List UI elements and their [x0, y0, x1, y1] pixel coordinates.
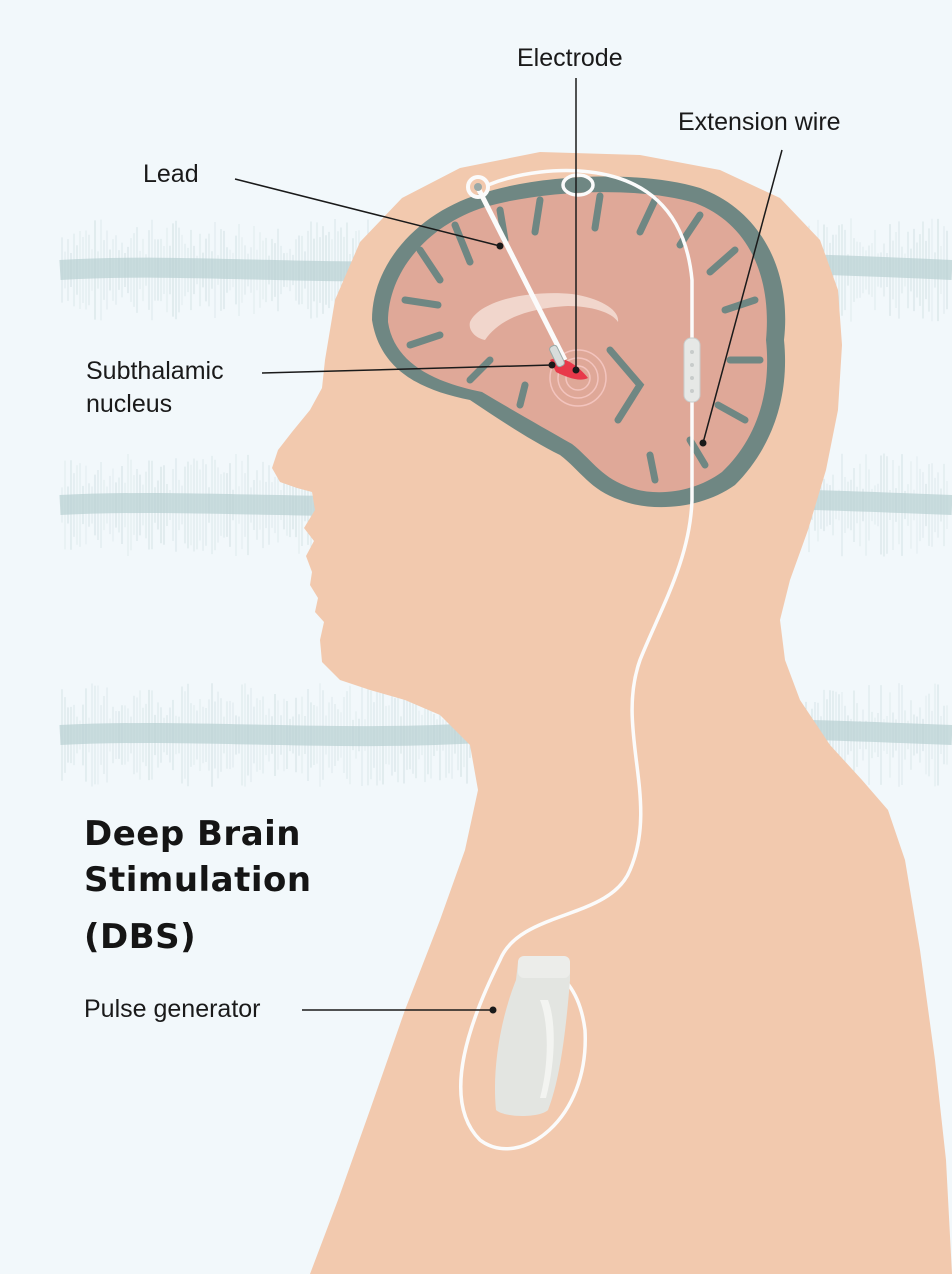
lead-leader-dot — [496, 242, 504, 250]
pulse-generator-label: Pulse generator — [84, 995, 261, 1023]
extension-wire-leader — [702, 149, 783, 444]
head-silhouette — [272, 152, 952, 1274]
sulcus — [531, 196, 544, 236]
pulse-generator-header — [518, 956, 570, 978]
sulcus — [451, 221, 474, 266]
sulcus — [401, 296, 442, 309]
connector-screw — [690, 363, 694, 367]
corpus-callosum — [469, 293, 619, 340]
connector-screw — [690, 376, 694, 380]
electrode-label: Electrode — [517, 44, 623, 72]
electrode-contacts — [549, 344, 565, 368]
pulse-generator-body — [494, 956, 570, 1116]
brain-cortex — [388, 192, 768, 493]
title-line-3: (DBS) — [84, 917, 196, 957]
ripple — [549, 349, 607, 407]
title-line-1: Deep Brain — [84, 814, 301, 854]
extension-wire-label: Extension wire — [678, 108, 841, 136]
extension-wire-loop — [561, 173, 595, 197]
subthalamic-label-line1: Subthalamic — [86, 357, 224, 385]
subthalamic-leader — [261, 364, 553, 374]
lead-leader — [234, 178, 501, 247]
subthalamic-leader-dot — [548, 361, 556, 369]
subthalamic-label-line2: nucleus — [86, 390, 172, 418]
extension-wire — [458, 168, 694, 1151]
ripple — [557, 357, 599, 399]
lead-burr-hole-cap — [466, 175, 490, 199]
pulse-generator-leader-dot — [489, 1006, 497, 1014]
lead-wire — [475, 186, 568, 362]
pulse-generator-highlight — [540, 1000, 554, 1098]
pulse-generator-device — [494, 956, 570, 1116]
sulcus — [606, 346, 645, 424]
sulcus — [406, 331, 444, 349]
sulcus — [466, 356, 494, 384]
lead-burr-hole-center — [474, 183, 482, 191]
sulcus — [714, 401, 749, 424]
extension-wire-leader-dot — [699, 439, 707, 447]
stimulation-ripples — [549, 349, 607, 407]
sulcus — [636, 196, 659, 236]
sulcus — [416, 246, 444, 284]
connector-screw — [690, 389, 694, 393]
ripple — [565, 365, 591, 391]
lead-label: Lead — [143, 160, 199, 188]
electrode-leader-dot — [572, 366, 580, 374]
sulcus — [646, 451, 659, 484]
sulcus — [591, 192, 604, 232]
title-line-2: Stimulation — [84, 860, 312, 900]
sulcus — [706, 246, 739, 276]
extension-connector — [683, 337, 701, 403]
sulcus — [516, 381, 529, 409]
connector-screw — [690, 350, 694, 354]
